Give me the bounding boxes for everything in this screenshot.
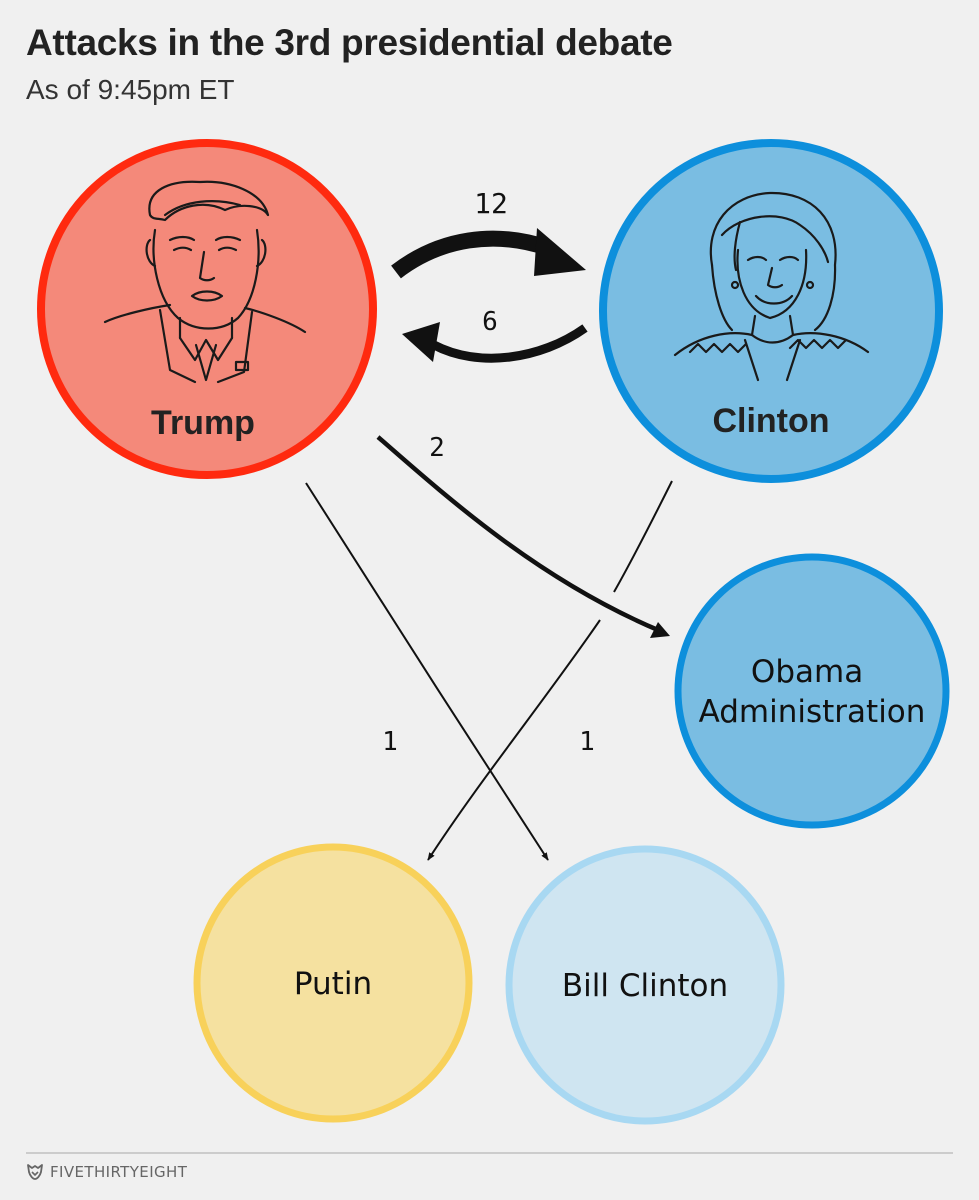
node-trump: Trump [41, 143, 373, 475]
edge-arrowhead-clinton-trump [402, 322, 440, 362]
fox-icon [26, 1163, 44, 1181]
edge-path-clinton-putin-lower [428, 620, 600, 860]
edge-path-trump-obama [378, 437, 658, 630]
node-label-clinton: Clinton [712, 402, 829, 440]
node-billclinton: Bill Clinton [509, 849, 781, 1121]
node-circle-obama [678, 557, 946, 825]
edge-trump-billclinton: 1 [306, 483, 548, 860]
edge-trump-obama: 2 [378, 433, 670, 638]
edge-path-trump-clinton [396, 239, 548, 272]
node-label-obama-line2: Administration [699, 694, 926, 730]
edge-label-clinton-putin: 1 [579, 727, 595, 757]
node-clinton: Clinton [603, 143, 939, 479]
edge-label-trump-obama: 2 [429, 433, 445, 463]
footer: FIVETHIRTYEIGHT [26, 1163, 187, 1181]
node-label-billclinton: Bill Clinton [562, 968, 728, 1004]
edge-label-trump-clinton: 12 [474, 187, 508, 220]
edge-path-clinton-trump [434, 328, 585, 358]
edge-arrowhead-trump-clinton [534, 228, 586, 276]
node-putin: Putin [197, 847, 469, 1119]
edge-label-trump-billclinton: 1 [382, 727, 398, 757]
node-label-putin: Putin [294, 966, 372, 1002]
edge-clinton-putin: 1 [428, 481, 672, 860]
node-label-obama-line1: Obama [751, 654, 863, 690]
edge-clinton-trump: 6 [402, 307, 585, 362]
edge-trump-clinton: 12 [396, 187, 586, 276]
edge-path-clinton-putin-upper [614, 481, 672, 592]
edge-label-clinton-trump: 6 [482, 307, 498, 337]
edge-path-trump-billclinton [306, 483, 548, 860]
footer-brand: FIVETHIRTYEIGHT [50, 1163, 187, 1181]
node-label-trump: Trump [151, 404, 255, 442]
footer-divider [26, 1152, 953, 1154]
node-obama: Obama Administration [678, 557, 946, 825]
